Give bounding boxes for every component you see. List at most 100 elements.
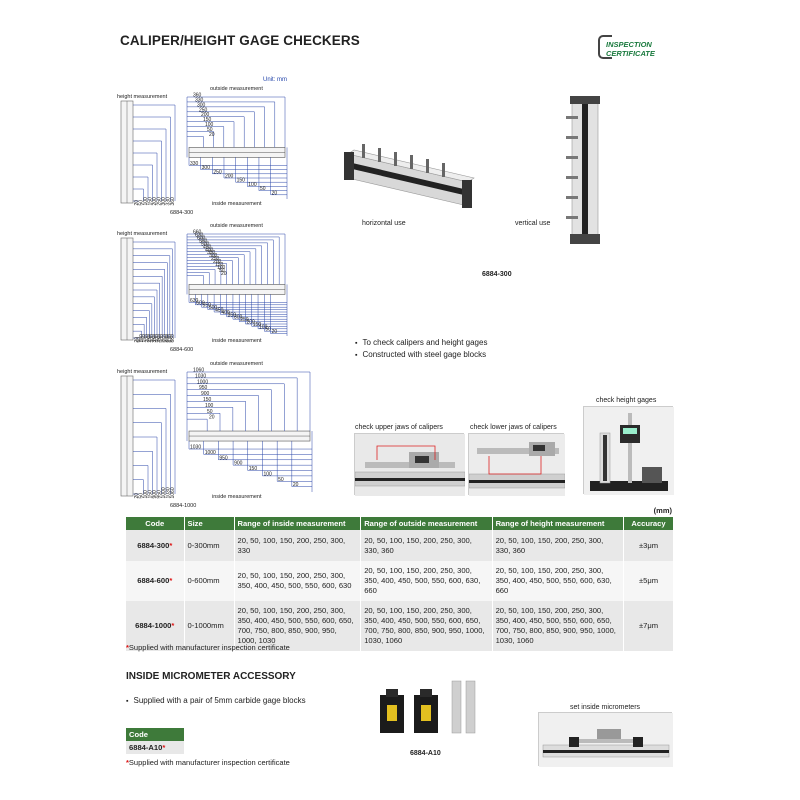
row-inside: 20, 50, 100, 150, 200, 250, 300, 350, 40… <box>234 601 362 651</box>
inspection-certificate-logo: INSPECTION CERTIFICATE <box>598 35 678 63</box>
row-outside: 20, 50, 100, 150, 200, 250, 300, 350, 40… <box>360 561 493 601</box>
outside-value: 250 <box>199 107 208 113</box>
inside-value: 330 <box>190 161 199 167</box>
inside-value: 630 <box>190 298 199 304</box>
inside-value: 450 <box>215 308 224 314</box>
height-value: 20 <box>134 493 140 499</box>
photo-model-label: 6884-300 <box>482 271 512 278</box>
height-value: 150 <box>148 197 154 206</box>
height-value: 300 <box>161 197 167 206</box>
outside-value: 360 <box>193 93 202 99</box>
inside-value: 600 <box>196 300 205 306</box>
inside-measurement-label: inside measurement <box>212 338 262 344</box>
note-text: Supplied with manufacturer inspection ce… <box>128 643 290 652</box>
inside-value: 200 <box>246 320 255 326</box>
row-outside: 20, 50, 100, 150, 200, 250, 300, 330, 36… <box>360 530 493 561</box>
vertical-use-label: vertical use <box>515 220 551 227</box>
star-mark: * <box>169 540 173 550</box>
inside-value: 400 <box>221 310 230 316</box>
height-value: 450 <box>157 334 163 343</box>
outside-value: 1000 <box>197 379 208 385</box>
row-height: 20, 50, 100, 150, 200, 250, 300, 350, 40… <box>492 561 625 601</box>
table-row: 6884-300* 0-300mm 20, 50, 100, 150, 200,… <box>126 530 674 561</box>
outside-measurement-label: outside measurement <box>210 86 263 92</box>
row-height: 20, 50, 100, 150, 200, 250, 300, 350, 40… <box>492 601 625 651</box>
certificate-text: INSPECTION CERTIFICATE <box>606 40 655 58</box>
inside-value: 100 <box>263 471 272 477</box>
accessory-title: INSIDE MICROMETER ACCESSORY <box>126 671 296 682</box>
height-value: 250 <box>147 334 153 343</box>
code-value: 6884-A10 <box>129 743 163 752</box>
outside-value: 300 <box>197 102 206 108</box>
certificate-line1: INSPECTION <box>606 40 652 49</box>
code-value: 6884-300 <box>137 540 170 550</box>
code-value: 6884-1000 <box>135 621 172 630</box>
height-value: 1060 <box>170 487 176 498</box>
height-measurement-label: height measurement <box>117 231 168 237</box>
inside-value: 100 <box>259 324 268 330</box>
accessory-code-header: Code <box>126 728 184 741</box>
height-value: 100 <box>139 334 145 343</box>
outside-value: 500 <box>201 241 210 247</box>
outside-value: 50 <box>207 409 213 415</box>
inside-value: 50 <box>260 186 266 192</box>
gage-blocks-image <box>380 680 476 734</box>
certificate-line2: CERTIFICATE <box>606 48 655 58</box>
inside-value: 300 <box>234 315 243 321</box>
height-value: 100 <box>143 197 149 206</box>
table-row: 6884-600* 0-600mm 20, 50, 100, 150, 200,… <box>126 561 674 601</box>
accessory-certificate-note: *Supplied with manufacturer inspection c… <box>126 758 290 767</box>
inside-value: 250 <box>213 169 222 175</box>
star-mark: * <box>162 743 166 752</box>
height-value: 20 <box>134 200 140 206</box>
outside-value: 1030 <box>195 373 206 379</box>
height-measurement-label: height measurement <box>117 369 168 375</box>
outside-value: 100 <box>205 403 214 409</box>
inside-value: 50 <box>278 477 284 483</box>
feature-list: To check calipers and height gages Const… <box>355 337 487 361</box>
height-value: 100 <box>143 490 149 499</box>
lower-jaws-photo <box>468 433 566 496</box>
diagram-model-label: 6884-600 <box>170 347 193 352</box>
horizontal-use-label: horizontal use <box>362 220 406 227</box>
inside-value: 1030 <box>190 445 201 451</box>
height-value: 360 <box>170 197 176 206</box>
lower-jaws-image <box>468 434 566 496</box>
header-outside: Range of outside measurement <box>360 517 493 530</box>
header-size: Size <box>184 517 235 530</box>
inside-value: 150 <box>249 466 258 472</box>
height-gage-image <box>584 407 674 495</box>
diagram-model-label: 6884-1000 <box>170 503 196 508</box>
outside-value: 450 <box>203 244 212 250</box>
outside-value: 150 <box>203 117 212 123</box>
note-text: Supplied with manufacturer inspection ce… <box>128 758 290 767</box>
row-size: 0-300mm <box>184 530 235 561</box>
diagram-model-label: 6884-300 <box>170 210 193 215</box>
set-micrometers-photo <box>538 712 673 767</box>
inside-value: 500 <box>209 305 218 311</box>
height-gages-photo <box>583 406 674 495</box>
unit-label: Unit: mm <box>263 77 287 83</box>
outside-value: 200 <box>213 259 222 265</box>
table-unit-label: (mm) <box>653 506 672 515</box>
row-accuracy: ±5μm <box>623 561 674 601</box>
height-value: 150 <box>142 334 148 343</box>
outside-value: 50 <box>219 268 225 274</box>
outside-value: 150 <box>215 262 224 268</box>
outside-value: 250 <box>211 256 220 262</box>
inside-value: 50 <box>265 327 271 333</box>
horizontal-use-photo <box>340 140 480 220</box>
height-value: 630 <box>167 334 173 343</box>
feature-item: Constructed with steel gage blocks <box>355 349 487 361</box>
row-code: 6884-1000* <box>126 601 185 651</box>
height-value: 500 <box>160 334 166 343</box>
height-value: 50 <box>137 337 143 343</box>
outside-value: 630 <box>195 232 204 238</box>
height-value: 900 <box>152 490 158 499</box>
inside-measurement-label: inside measurement <box>212 494 262 500</box>
vertical-checker-image <box>566 96 600 244</box>
height-value: 400 <box>155 334 161 343</box>
outside-value: 400 <box>205 247 214 253</box>
